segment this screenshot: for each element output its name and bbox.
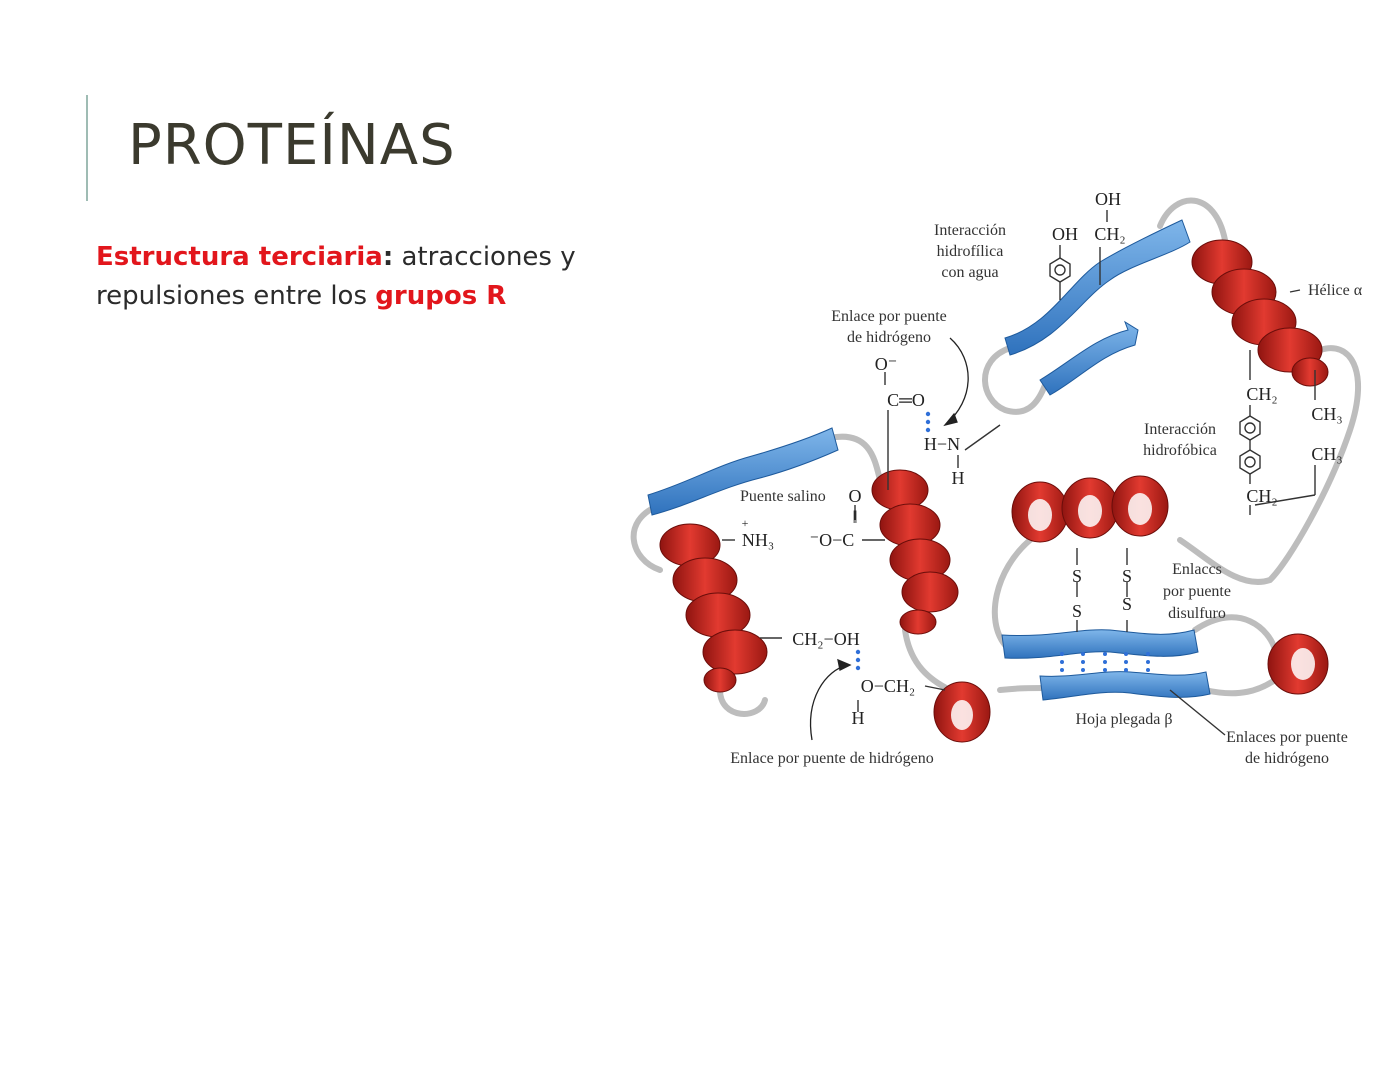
slide-title: PROTEÍNAS xyxy=(128,113,456,178)
helix-right xyxy=(1191,239,1329,387)
chem-s3: S xyxy=(1122,566,1132,586)
chem-o-c: ⁻O−C xyxy=(810,530,855,550)
annotation-arrows xyxy=(810,337,969,741)
chem-nh3: NH₃ xyxy=(742,530,774,550)
label-hydrophobic-1: Interacción xyxy=(1144,421,1216,438)
label-disulfide-3: disulfuro xyxy=(1168,605,1226,622)
chem-o-ch2: O−CH₂ xyxy=(861,676,915,696)
label-sheet: Hoja plegada β xyxy=(1076,711,1173,728)
chem-h-1: H xyxy=(952,468,965,488)
hydrogen-bond-dots xyxy=(855,411,1150,672)
label-hydrophilic-2: hidrofílica xyxy=(937,243,1004,260)
subtitle-term: Estructura terciaria xyxy=(96,242,383,272)
helix-cutouts xyxy=(951,493,1315,730)
label-helix: Hélice α xyxy=(1308,282,1363,299)
subtitle-term-2: grupos R xyxy=(375,281,507,311)
subtitle-colon: : xyxy=(382,242,394,272)
label-hydrophilic-3: con agua xyxy=(941,264,998,281)
chem-ch2-oh: CH₂−OH xyxy=(792,629,859,649)
helix-left xyxy=(659,523,768,693)
label-hbond-top-2: de hidrógeno xyxy=(847,329,931,346)
chem-oh-top: OH xyxy=(1095,189,1121,209)
accent-bar xyxy=(86,95,88,201)
chem-ch2-r2: CH₂ xyxy=(1246,486,1277,506)
label-hbonds-right-1: Enlaces por puente xyxy=(1226,729,1348,746)
label-disulfide-2: por puente xyxy=(1163,583,1231,600)
label-disulfide-1: Enlaccs xyxy=(1172,561,1222,578)
chem-oh-left: OH xyxy=(1052,224,1078,244)
alpha-helices xyxy=(659,239,1329,743)
chem-s4: S xyxy=(1122,594,1132,614)
label-hbond-bottom: Enlace por puente de hidrógeno xyxy=(730,750,933,767)
label-hydrophilic-1: Interacción xyxy=(934,222,1006,239)
label-hbond-top-1: Enlace por puente xyxy=(831,308,947,325)
chem-o-salt: O xyxy=(849,486,862,506)
chem-nh3-plus: + xyxy=(742,516,749,530)
label-salt-bridge: Puente salino xyxy=(740,488,826,505)
side-chain-bonds xyxy=(722,210,1316,736)
chem-s1: S xyxy=(1072,566,1082,586)
chem-h-n: H−N xyxy=(924,434,960,454)
chem-c-eq-o: C═O xyxy=(887,390,925,410)
chem-s2: S xyxy=(1072,601,1082,621)
tertiary-structure-diagram: Interacción hidrofílica con agua Hélice … xyxy=(630,189,1363,767)
label-hydrophobic-2: hidrofóbica xyxy=(1143,442,1217,459)
beta-strands xyxy=(647,219,1211,701)
helix-middle xyxy=(871,469,959,635)
chem-ch3-1: CH₃ xyxy=(1311,404,1342,424)
benzene-rings xyxy=(1049,257,1261,475)
chem-ch3-2: CH₃ xyxy=(1311,444,1342,464)
chem-double-bond: ‖ xyxy=(852,507,857,527)
slide-subtitle: Estructura terciaria: atracciones y repu… xyxy=(96,238,616,316)
chem-ch2-top: CH₂ xyxy=(1094,224,1125,244)
label-hbonds-right-2: de hidrógeno xyxy=(1245,750,1329,767)
chem-ch2-r1: CH₂ xyxy=(1246,384,1277,404)
subtitle-text: atracciones y repulsiones entre los xyxy=(96,242,576,311)
loop-backbone xyxy=(630,197,1361,717)
chem-o-minus: O⁻ xyxy=(875,354,898,374)
chem-h-2: H xyxy=(852,708,865,728)
